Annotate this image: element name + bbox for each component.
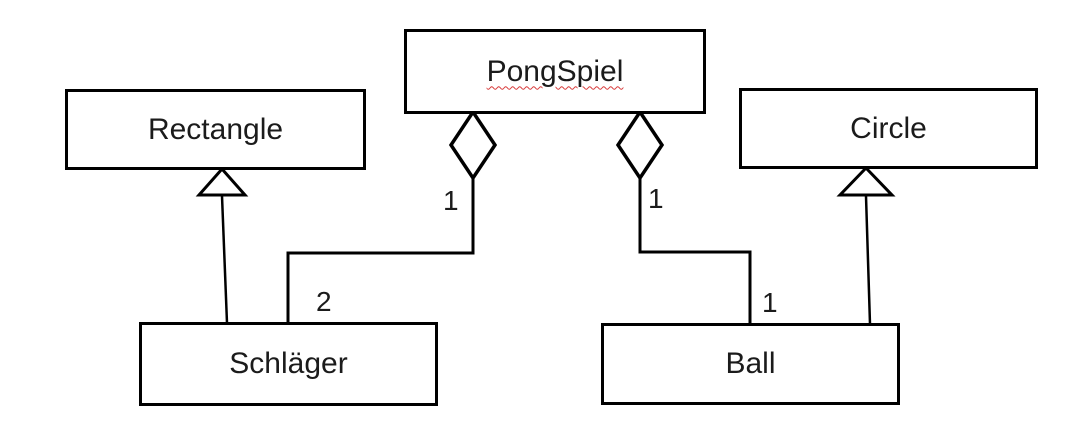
inheritance-edge-schlaeger-rectangle <box>220 195 229 324</box>
aggregation-edge-pongspiel-ball <box>638 178 752 324</box>
inheritance-triangle-circle-icon <box>836 165 896 197</box>
class-name-ball: Ball <box>725 347 776 380</box>
class-name-rectangle: Rectangle <box>147 112 284 146</box>
inheritance-triangle-rectangle-icon <box>195 166 249 197</box>
class-box-circle: Circle <box>739 88 1038 169</box>
class-box-pongspiel: PongSpiel <box>404 29 706 114</box>
inheritance-edge-ball-circle <box>864 195 872 325</box>
aggregation-diamond-ball-icon <box>615 108 665 182</box>
multiplicity-pong-schlaeger-class-end: 2 <box>316 286 332 317</box>
class-name-schlaeger: Schläger <box>229 347 348 380</box>
class-box-schlaeger: Schläger <box>139 322 438 406</box>
class-box-rectangle: Rectangle <box>65 89 366 170</box>
aggregation-diamond-schlaeger-icon <box>448 108 498 182</box>
multiplicity-pong-schlaeger-diamond-end: 1 <box>443 185 459 216</box>
class-box-ball: Ball <box>601 323 900 405</box>
class-name-pongspiel: PongSpiel <box>486 54 624 88</box>
class-name-circle: Circle <box>850 111 927 145</box>
multiplicity-pong-ball-diamond-end: 1 <box>648 183 664 214</box>
multiplicity-pong-ball-class-end: 1 <box>762 287 778 318</box>
aggregation-edge-pongspiel-schlaeger <box>286 178 475 323</box>
